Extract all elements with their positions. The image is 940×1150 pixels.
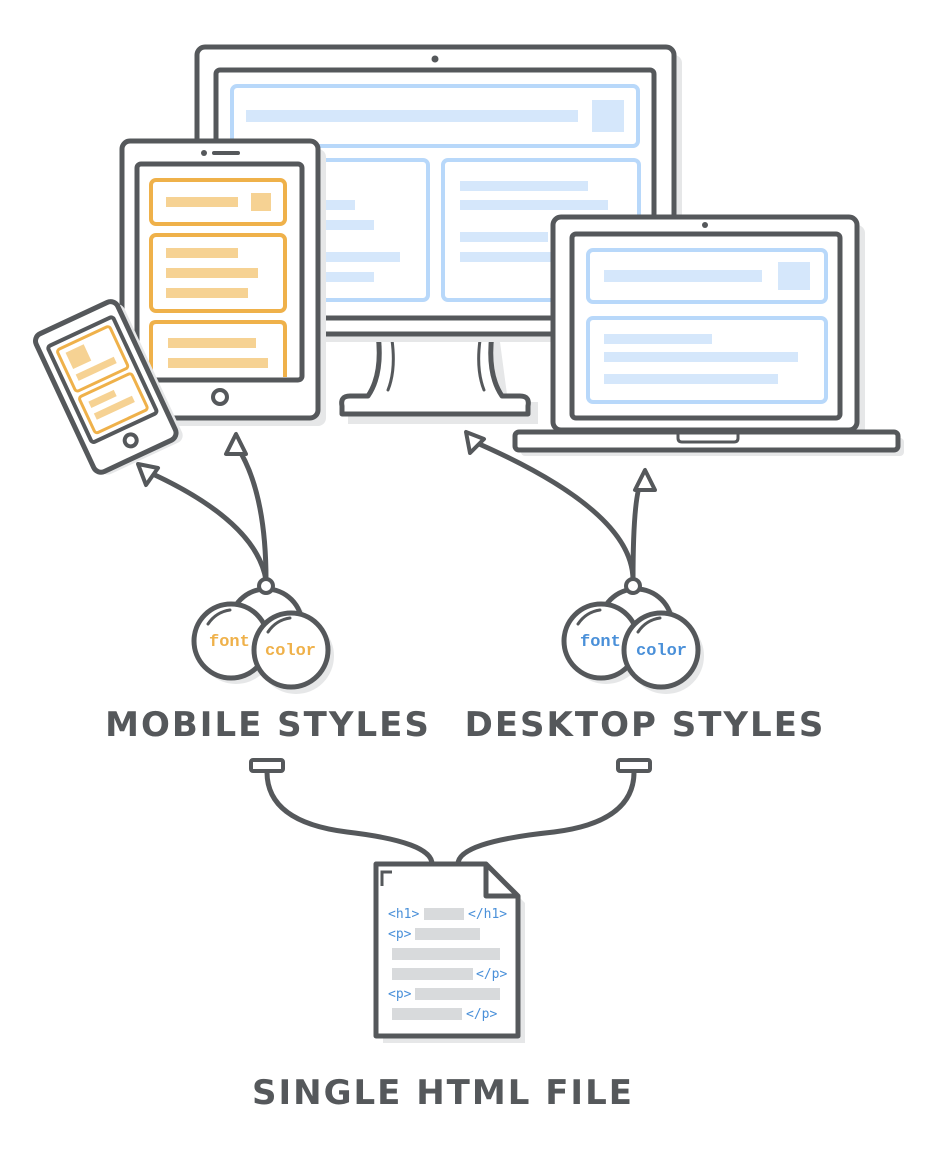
code-h1-open: <h1> [388,907,419,922]
mobile-color-label: color [265,642,316,661]
desktop-font-label: font [580,633,621,652]
mobile-arrows [136,432,269,583]
tablet [119,138,326,426]
code-p1-open: <p> [388,927,412,942]
single-html-file-label: SINGLE HTML FILE [252,1073,634,1113]
desktop-style-rings: font color [561,577,704,694]
mobile-style-rings: font color [191,577,334,694]
mobile-font-label: font [209,633,250,652]
code-h1-close: </h1> [468,907,507,922]
desktop-color-label: color [636,642,687,661]
code-p2-close: </p> [466,1007,497,1022]
html-file: <h1> </h1> <p> </p> <p> </p> [373,861,525,1043]
code-p2-open: <p> [388,987,412,1002]
mobile-styles-label: MOBILE STYLES [105,705,431,745]
phone [32,299,183,475]
laptop [512,214,904,456]
desktop-arrows [464,430,657,583]
connectors [249,758,652,867]
code-p1-close: </p> [476,967,507,982]
desktop-styles-label: DESKTOP STYLES [465,705,826,745]
